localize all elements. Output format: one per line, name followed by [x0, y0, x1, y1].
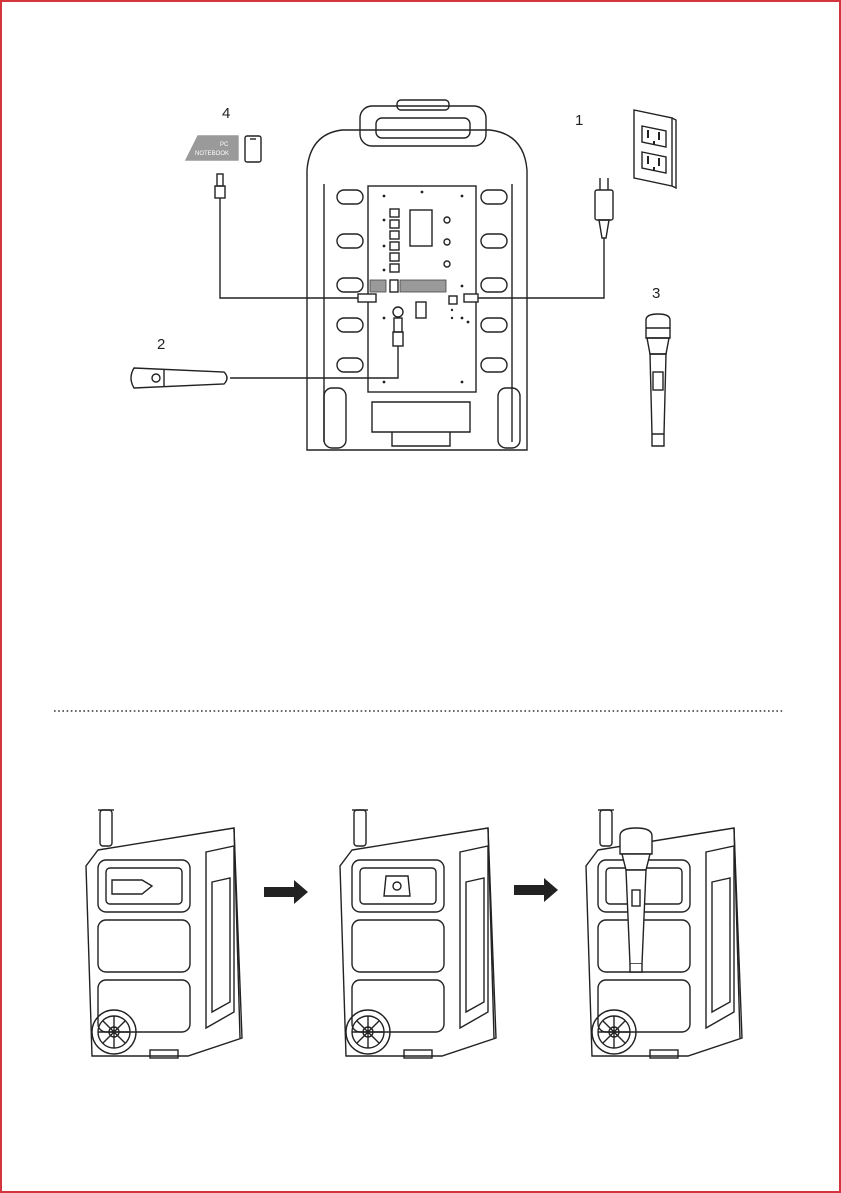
speaker-step-1 — [86, 810, 242, 1058]
arrow-right-icon — [514, 878, 558, 902]
wired-microphone-icon — [131, 368, 227, 388]
aux-plug-icon — [215, 174, 225, 208]
pc-label: PC — [220, 142, 229, 148]
mic-cable — [230, 346, 398, 378]
power-cable — [476, 238, 604, 298]
speaker-step-3 — [586, 810, 742, 1058]
label-1: 1 — [575, 112, 583, 129]
arrow-right-icon — [264, 880, 308, 904]
smartphone-icon — [245, 136, 261, 162]
wireless-microphone-icon — [646, 314, 670, 446]
wall-outlet-icon — [634, 110, 676, 188]
power-adapter-icon — [595, 178, 613, 238]
quarter-inch-plug-icon — [393, 307, 403, 346]
notebook-label: NOTEBOOK — [195, 151, 229, 157]
label-2: 2 — [157, 336, 165, 353]
label-4: 4 — [222, 105, 230, 122]
label-3: 3 — [652, 285, 660, 302]
speaker-step-2 — [340, 810, 496, 1058]
mounted-microphone-icon — [620, 828, 652, 972]
speaker-rear-view — [307, 100, 527, 450]
